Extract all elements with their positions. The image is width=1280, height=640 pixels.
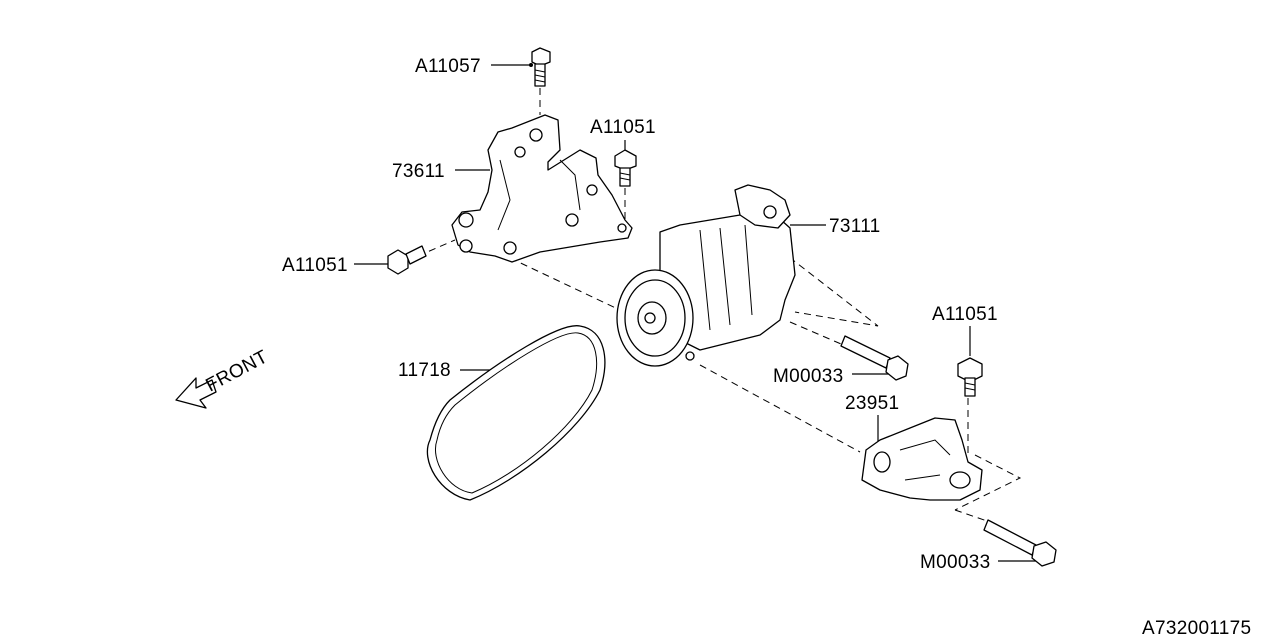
front-direction-arrow: FRONT <box>175 346 272 409</box>
callout-m00033-mid[interactable]: M00033 <box>773 366 892 387</box>
callout-label: 23951 <box>845 393 899 414</box>
compressor-73111-icon <box>616 184 796 367</box>
callout-a11051-upper[interactable]: A11051 <box>590 117 656 152</box>
bolt-m00033-mid-icon <box>840 335 909 381</box>
callout-label: 73611 <box>392 161 445 182</box>
bolt-a11057-icon <box>531 47 551 87</box>
bolt-a11051-left-icon <box>387 245 427 275</box>
diagram-id-label: A732001175 <box>1142 618 1251 639</box>
callout-label: A11051 <box>282 255 348 276</box>
assembly-dashed-lines <box>417 88 1022 523</box>
callout-label: 11718 <box>398 360 451 381</box>
callout-label: A11051 <box>590 117 656 138</box>
callout-a11051-left[interactable]: A11051 <box>282 255 388 276</box>
belt-11718-icon <box>426 325 606 501</box>
front-label: FRONT <box>202 346 271 396</box>
callout-label: 73111 <box>829 216 881 237</box>
bolt-m00033-bottom-icon <box>983 519 1057 567</box>
bracket-23951-icon <box>861 417 983 501</box>
callout-m00033-bottom[interactable]: M00033 <box>920 552 1040 573</box>
callout-73611[interactable]: 73611 <box>392 161 490 182</box>
callout-a11051-right[interactable]: A11051 <box>932 304 998 356</box>
bolt-a11051-right-icon <box>957 357 983 397</box>
bracket-73611-icon <box>451 114 633 263</box>
callout-label: M00033 <box>773 366 843 387</box>
callout-a11057-top[interactable]: A11057 <box>415 56 533 77</box>
bolt-a11051-upper-icon <box>614 149 637 187</box>
callout-label: A11051 <box>932 304 998 325</box>
arrow-icon <box>175 377 217 409</box>
callout-label: A11057 <box>415 56 481 77</box>
callout-label: M00033 <box>920 552 990 573</box>
callout-73111[interactable]: 73111 <box>790 216 881 237</box>
